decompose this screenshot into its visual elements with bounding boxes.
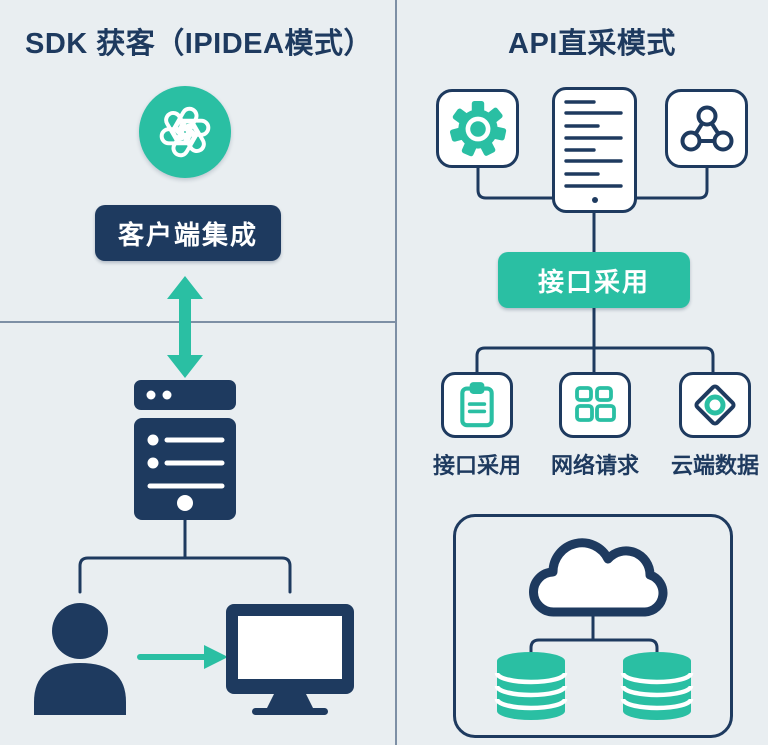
feature-label-cloud: 云端数据 bbox=[670, 453, 759, 478]
divider-vertical bbox=[395, 0, 397, 745]
api-adoption-pill: 接口采用 bbox=[498, 252, 690, 308]
feature-box-grid bbox=[559, 372, 631, 438]
divider-horizontal-left bbox=[0, 321, 397, 323]
feature-label-network: 网络请求 bbox=[550, 453, 639, 478]
double-arrow-icon bbox=[167, 276, 203, 378]
client-integration-pill: 客户端集成 bbox=[95, 205, 281, 261]
openai-badge bbox=[139, 86, 231, 178]
arrow-right-icon bbox=[137, 645, 228, 669]
right-panel-title: API直采模式 bbox=[508, 28, 676, 60]
connector-server-branch bbox=[78, 518, 292, 594]
network-box bbox=[665, 89, 748, 168]
database-icon bbox=[494, 652, 568, 720]
diamond-data-icon bbox=[694, 384, 736, 426]
connector-feature-branch bbox=[475, 306, 715, 374]
document-lines-icon bbox=[564, 100, 623, 203]
feature-box-clipboard bbox=[441, 372, 513, 438]
feature-box-diamond bbox=[679, 372, 751, 438]
openai-logo bbox=[159, 106, 211, 158]
left-panel-title: SDK 获客（IPIDEA模式） bbox=[25, 28, 373, 60]
document-box bbox=[552, 87, 637, 213]
network-nodes-icon bbox=[680, 105, 733, 151]
grid-icon bbox=[575, 386, 616, 422]
cloud-data-panel bbox=[453, 514, 733, 738]
monitor-icon bbox=[226, 604, 354, 715]
feature-label-api: 接口采用 bbox=[432, 453, 521, 478]
user-icon bbox=[34, 603, 126, 715]
clipboard-icon bbox=[460, 382, 494, 428]
connector-top-icons bbox=[476, 165, 709, 254]
database-icon bbox=[620, 652, 694, 720]
cloud-icon bbox=[529, 538, 668, 617]
gear-icon bbox=[449, 100, 506, 156]
connector-cloud-branch bbox=[529, 614, 659, 660]
server-icon bbox=[134, 380, 236, 520]
gear-box bbox=[436, 89, 519, 168]
